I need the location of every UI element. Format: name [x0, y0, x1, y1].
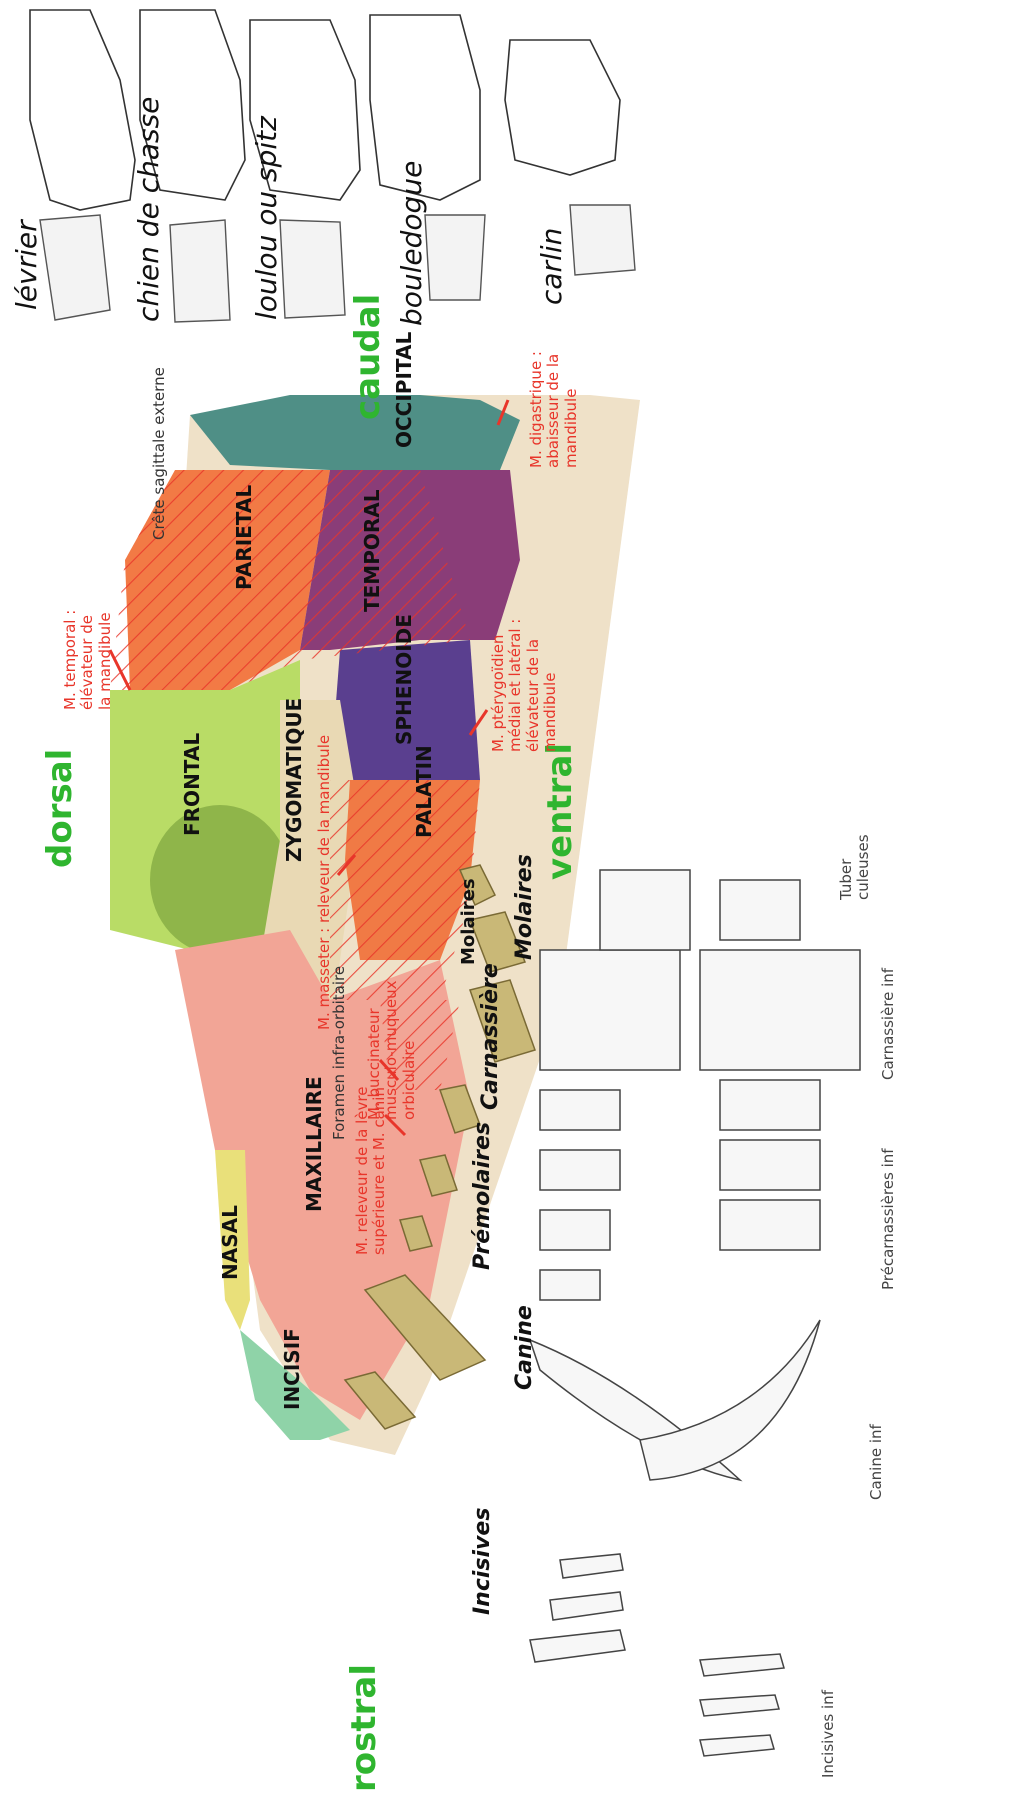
muscle-temporal: M. temporal : élévateur de la mandibule [62, 610, 114, 710]
tooth-label-carnassiere: Carnassière [478, 963, 503, 1110]
breed-skull-levrier [30, 10, 135, 210]
tooth-label-precarnassieres-inf: Précarnassières inf [880, 1148, 897, 1290]
label-molaires-on-skull: Molaires [458, 878, 479, 965]
label-sphenoide: SPHENOIDE [392, 614, 416, 745]
lower-canine [640, 1320, 820, 1480]
lower-incisors [700, 1654, 784, 1756]
breed-dog-levrier [40, 215, 110, 320]
muscle-masseter: M. masseter : releveur de la mandibule [316, 735, 333, 1030]
tooth-label-canine-inf: Canine inf [868, 1424, 885, 1500]
direction-caudal: caudal [348, 294, 388, 420]
breed-label-loulou: loulou ou spitz [250, 116, 283, 320]
direction-rostral: rostral [344, 1664, 384, 1792]
label-incisif: INCISIF [280, 1328, 304, 1410]
label-parietal: PARIETAL [232, 485, 256, 590]
upper-molaires [600, 870, 690, 950]
breed-dog-bouledogue [425, 215, 485, 300]
breed-skull-carlin [505, 40, 620, 175]
breed-label-levrier: lévrier [10, 220, 43, 310]
label-occipital: OCCIPITAL [392, 332, 416, 448]
breed-label-carlin: carlin [535, 228, 568, 305]
upper-premolars [540, 1090, 620, 1300]
breed-dog-carlin [570, 205, 635, 275]
breed-label-bouledogue: bouledogue [395, 161, 428, 326]
muscle-digastrique: M. digastrique : abaisseur de la mandibu… [528, 351, 580, 468]
muscle-pterygoidien: M. ptérygoïdien médial et latéral : élév… [490, 619, 559, 752]
tooth-label-molaires: Molaires [512, 854, 537, 960]
label-palatin: PALATIN [412, 745, 436, 838]
tooth-label-canine: Canine [512, 1305, 537, 1390]
breed-dog-loulou [280, 220, 345, 318]
lower-carnassiere [700, 950, 860, 1070]
label-frontal: FRONTAL [180, 733, 204, 836]
upper-incisors [530, 1554, 625, 1662]
muscle-buccinateur: M. buccinateur musculo-muqueux orbiculai… [366, 981, 418, 1120]
tooth-label-premolaires: Prémolaires [470, 1122, 495, 1270]
label-nasal: NASAL [218, 1205, 242, 1280]
tooth-label-carnassiere-inf: Carnassière inf [880, 968, 897, 1080]
tooth-drawings [530, 870, 860, 1756]
tooth-label-tuberculeuses: Tuber culeuses [838, 834, 873, 900]
breed-label-chien-de-chasse: chien de chasse [132, 97, 165, 322]
label-zygomatique: ZYGOMATIQUE [282, 698, 306, 862]
tooth-label-incisives-inf: Incisives inf [820, 1690, 837, 1778]
tooth-label-incisives: Incisives [470, 1508, 495, 1615]
breed-dog-chien-de-chasse [170, 220, 230, 322]
label-temporal: TEMPORAL [360, 490, 384, 613]
lower-premolars [720, 1080, 820, 1250]
direction-dorsal: dorsal [40, 749, 80, 868]
upper-carnassiere [540, 950, 680, 1070]
lower-tuberculeuses [720, 880, 800, 940]
direction-ventral: ventral [540, 743, 580, 880]
label-maxillaire: MAXILLAIRE [302, 1076, 326, 1212]
breed-skulls [30, 10, 620, 210]
label-crete-sagittale: Crête sagittale externe [150, 367, 168, 540]
